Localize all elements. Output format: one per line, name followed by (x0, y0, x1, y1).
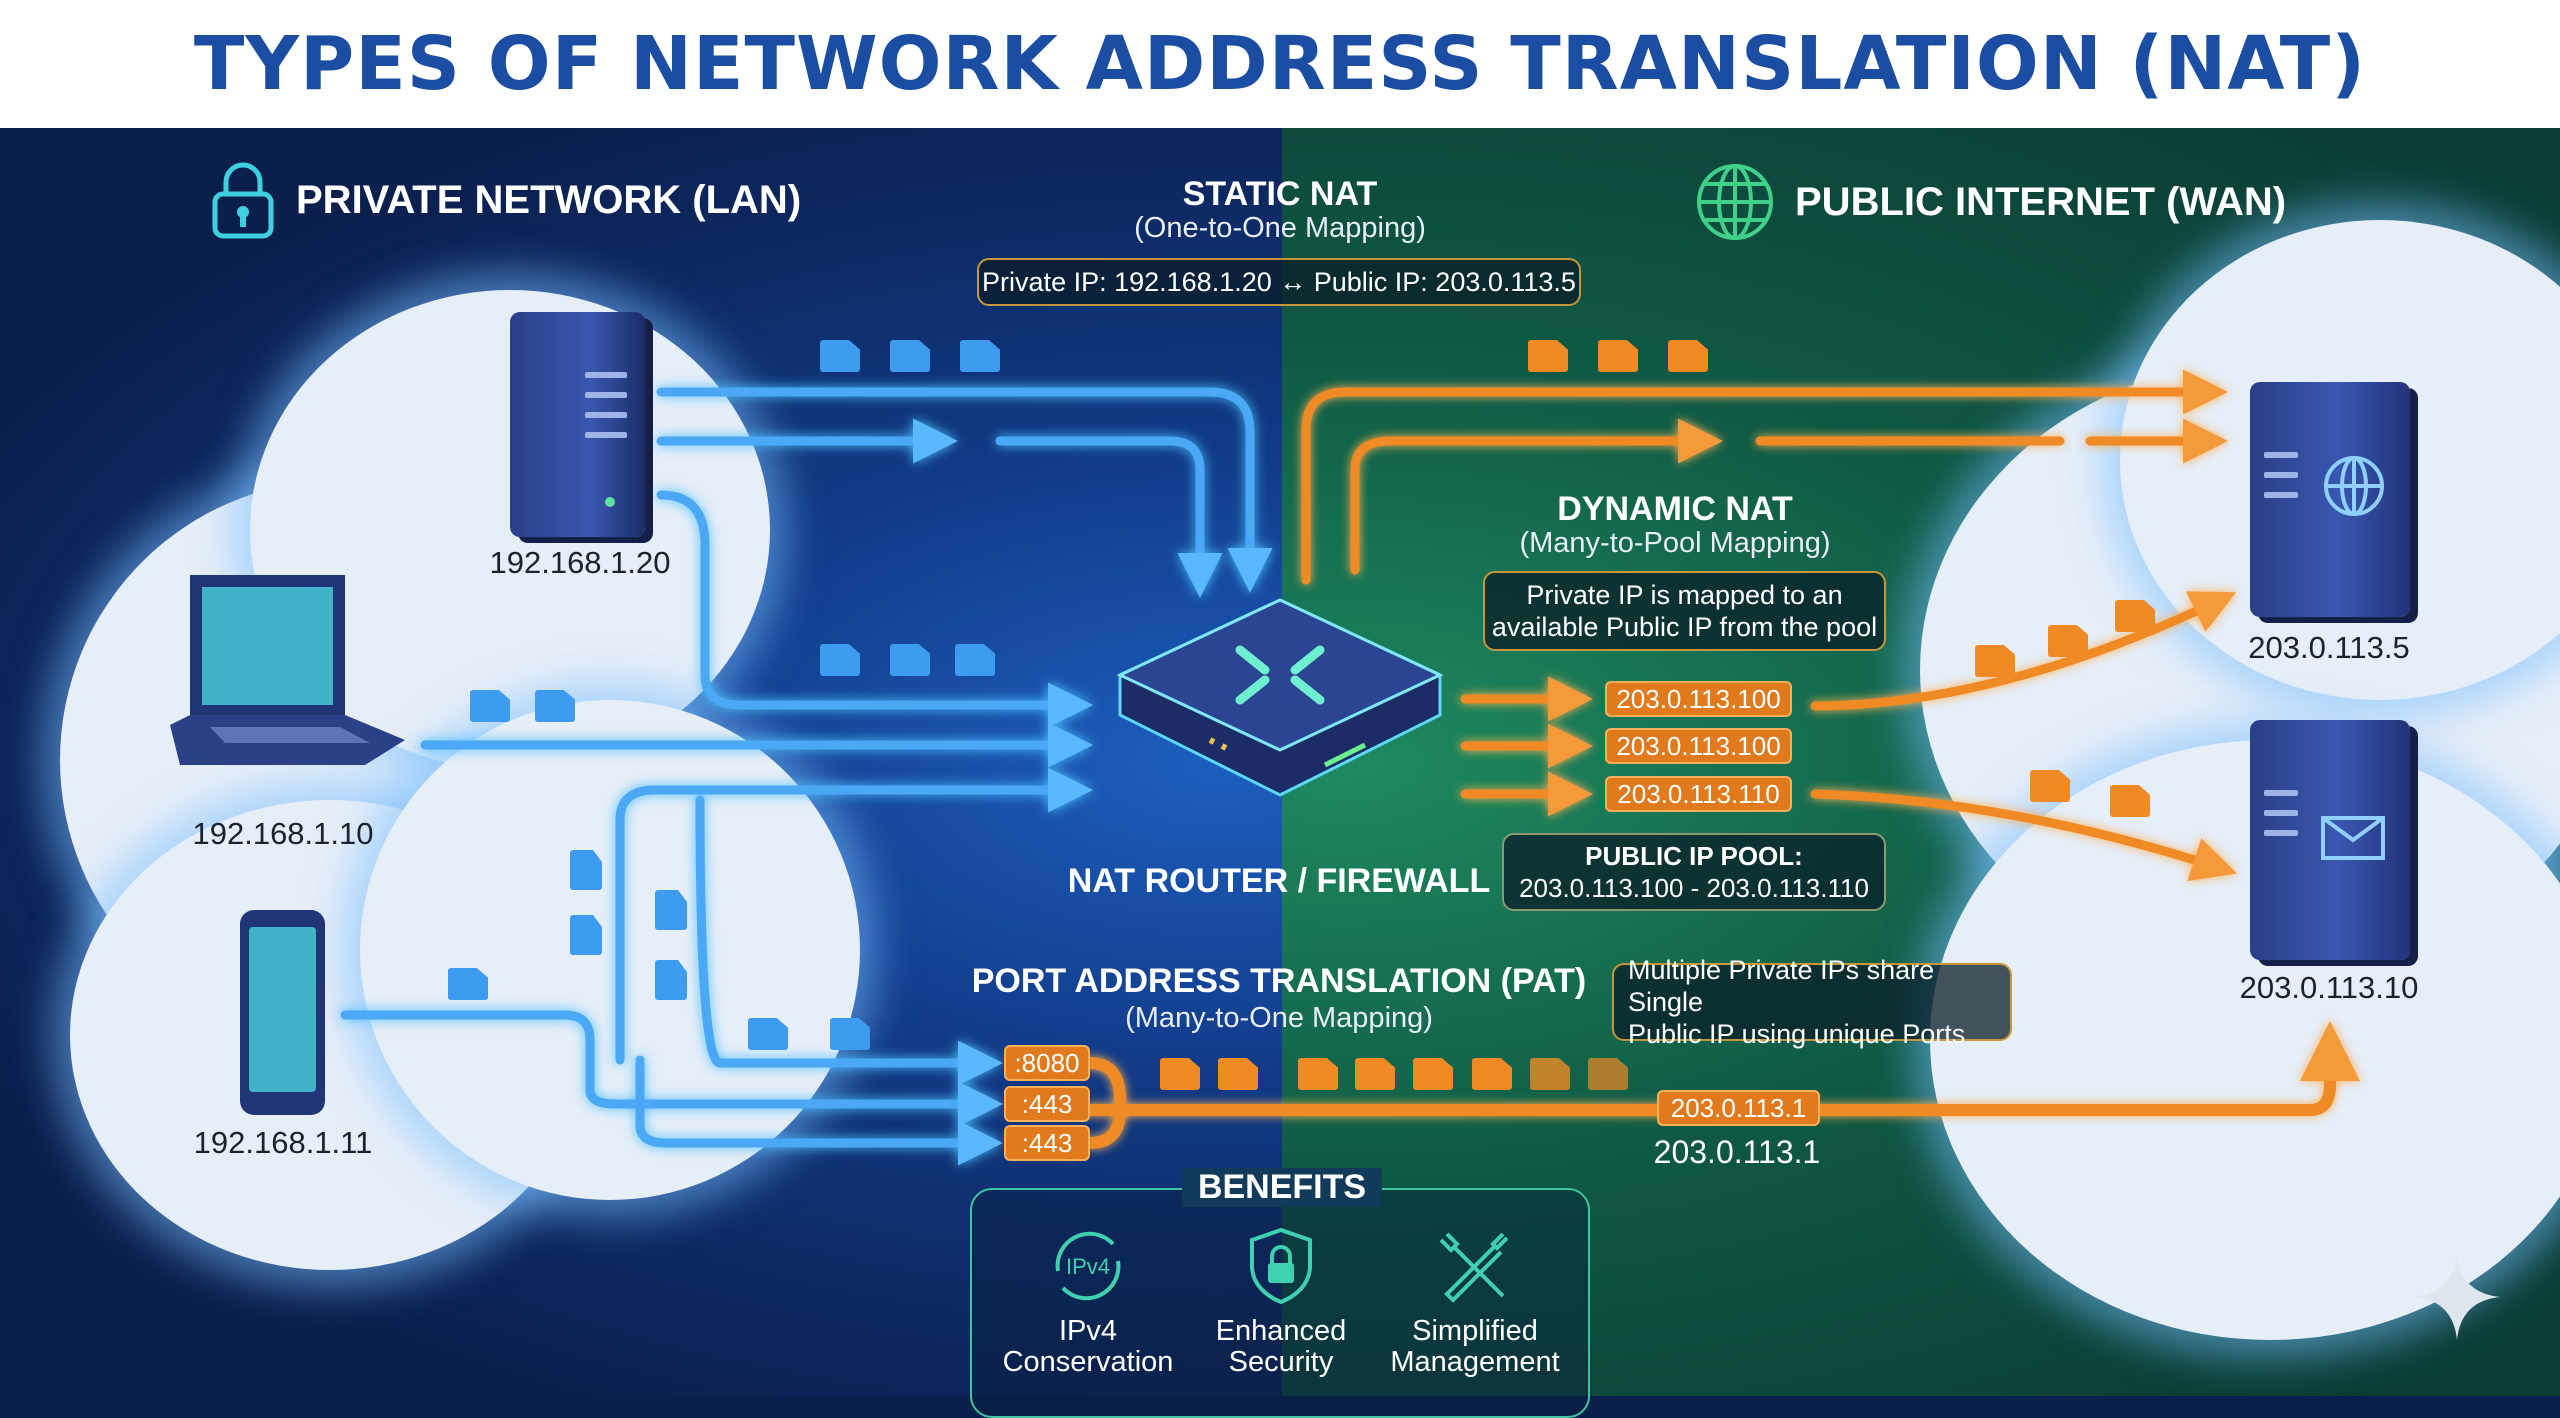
envelope-icon (2321, 816, 2385, 860)
shield-lock-icon (1250, 1227, 1312, 1305)
pool-ip-tag: 203.0.113.100 (1605, 728, 1792, 764)
globe-icon (1697, 164, 1773, 240)
note-line: available Public IP from the pool (1491, 612, 1878, 642)
benefits-title: BENEFITS (1181, 1168, 1383, 1207)
benefit-label: Enhanced (1215, 1315, 1347, 1347)
lan-header: PRIVATE NETWORK (LAN) (210, 160, 801, 240)
benefit-label: Simplified (1412, 1315, 1538, 1347)
laptop-ip: 192.168.1.10 (192, 816, 374, 851)
lan-server[interactable] (510, 312, 645, 537)
pat-flow-line (695, 795, 1003, 1086)
wan-label: PUBLIC INTERNET (WAN) (1795, 179, 2287, 224)
web-server-ip: 203.0.113.5 (2248, 630, 2410, 665)
pool-ip-tag: 203.0.113.100 (1605, 681, 1792, 717)
dynamic-nat-title: DYNAMIC NAT (1557, 490, 1793, 528)
public-ip-pool-box: PUBLIC IP POOL:203.0.113.100 - 203.0.113… (1502, 833, 1886, 911)
title-bar: TYPES OF NETWORK ADDRESS TRANSLATION (NA… (0, 0, 2560, 128)
static-nat-subtitle: (One-to-One Mapping) (1134, 212, 1426, 244)
pool-title: PUBLIC IP POOL: (1585, 841, 1803, 871)
static-nat-mapping: Private IP: 192.168.1.20 ↔ Public IP: 20… (982, 267, 1576, 297)
lan-label: PRIVATE NETWORK (LAN) (296, 177, 802, 222)
benefit-label: Conservation (1002, 1346, 1174, 1378)
port-tag: :8080 (1004, 1045, 1090, 1081)
note-line: Public IP using unique Ports (1628, 1019, 1966, 1049)
svg-text:IPv4: IPv4 (1066, 1254, 1110, 1279)
static-return-line (1301, 369, 2228, 585)
mail-server-ip: 203.0.113.10 (2239, 970, 2419, 1005)
pool-ip-tag: 203.0.113.110 (1605, 776, 1792, 812)
dynamic-flow-line (656, 490, 1093, 728)
static-nat-title: STATIC NAT (1182, 175, 1378, 213)
pool-range: 203.0.113.100 - 203.0.113.110 (1519, 873, 1869, 903)
benefit-label: Security (1228, 1346, 1334, 1378)
pat-flow-line (340, 1010, 1003, 1127)
dynamic-flow-line (615, 767, 1093, 1065)
laptop-icon[interactable] (170, 565, 405, 790)
pat-public-ip-label: 203.0.113.1 (1653, 1134, 1821, 1170)
note-line: Private IP is mapped to an (1526, 580, 1843, 610)
static-nat-mapping-box: Private IP: 192.168.1.20 ↔ Public IP: 20… (977, 258, 1581, 306)
pat-flow-line (635, 1055, 1003, 1166)
pat-subtitle: (Many-to-One Mapping) (1125, 1002, 1433, 1034)
port-tag: :443 (1004, 1125, 1090, 1161)
pat-title: PORT ADDRESS TRANSLATION (PAT) (971, 962, 1587, 1000)
phone-ip: 192.168.1.11 (193, 1125, 373, 1160)
static-flow-line (656, 387, 1273, 593)
lock-icon (212, 162, 274, 239)
port-tag: :443 (1004, 1086, 1090, 1122)
tools-icon (1439, 1232, 1509, 1303)
phone-icon[interactable] (235, 905, 330, 1120)
pat-public-line (1084, 1045, 2330, 1149)
note-line: Multiple Private IPs share Single (1628, 955, 1935, 1017)
pat-public-ip-tag: 203.0.113.1 (1657, 1090, 1820, 1126)
mail-server[interactable] (2250, 720, 2410, 960)
page-title: TYPES OF NETWORK ADDRESS TRANSLATION (NA… (193, 21, 2367, 107)
web-server[interactable] (2250, 382, 2410, 617)
ipv4-cycle-icon: IPv4 (1055, 1231, 1121, 1301)
router-label: NAT ROUTER / FIREWALL (1067, 862, 1491, 900)
nat-router-icon[interactable] (1110, 590, 1450, 810)
benefit-label: Management (1390, 1346, 1560, 1378)
sparkle-icon (2415, 1255, 2500, 1340)
wan-header: PUBLIC INTERNET (WAN) (1695, 162, 2286, 242)
benefit-label: IPv4 (1058, 1315, 1118, 1347)
globe-icon (2324, 456, 2384, 516)
dynamic-nat-subtitle: (Many-to-Pool Mapping) (1519, 527, 1831, 559)
lan-server-ip: 192.168.1.20 (489, 545, 671, 580)
